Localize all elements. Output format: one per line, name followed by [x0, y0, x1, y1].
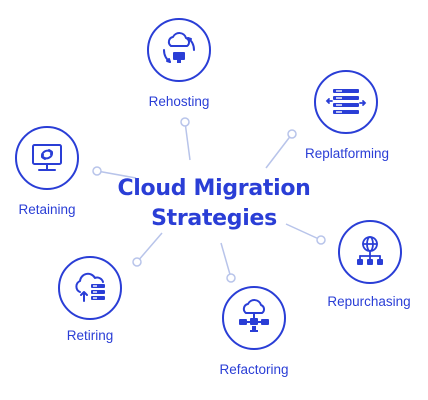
monitor-sync-icon [32, 144, 62, 171]
connector-replatforming [265, 133, 293, 169]
connector-dot-retiring [132, 257, 142, 267]
node-repurchasing [338, 220, 402, 284]
label-replatforming: Replatforming [304, 146, 390, 161]
node-retaining [15, 126, 79, 190]
server-arrows-icon [325, 89, 367, 114]
connector-retaining [96, 170, 137, 179]
globe-network-icon [357, 236, 383, 265]
node-refactoring [222, 286, 286, 350]
diagram-title-line-2: Strategies [151, 206, 277, 231]
connector-dot-refactoring [226, 273, 236, 283]
label-refactoring: Refactoring [219, 362, 289, 377]
label-retiring: Retiring [66, 328, 114, 343]
node-rehosting [147, 18, 211, 82]
label-rehosting: Rehosting [148, 94, 210, 109]
cloud-server-icon [75, 272, 105, 302]
node-replatforming [314, 70, 378, 134]
connector-refactoring [220, 242, 232, 279]
node-retiring [58, 256, 122, 320]
label-repurchasing: Repurchasing [327, 294, 411, 309]
connector-dot-retaining [92, 166, 102, 176]
connector-dot-replatforming [287, 129, 297, 139]
connector-retiring [136, 232, 163, 263]
cloud-cycle-icon [163, 32, 195, 63]
connector-rehosting [184, 121, 191, 161]
diagram-title-line-1: Cloud Migration [117, 176, 311, 201]
cloud-network-icon [239, 299, 269, 332]
connector-repurchasing [285, 223, 322, 241]
connector-dot-repurchasing [316, 235, 326, 245]
connector-dot-rehosting [180, 117, 190, 127]
label-retaining: Retaining [18, 202, 76, 217]
